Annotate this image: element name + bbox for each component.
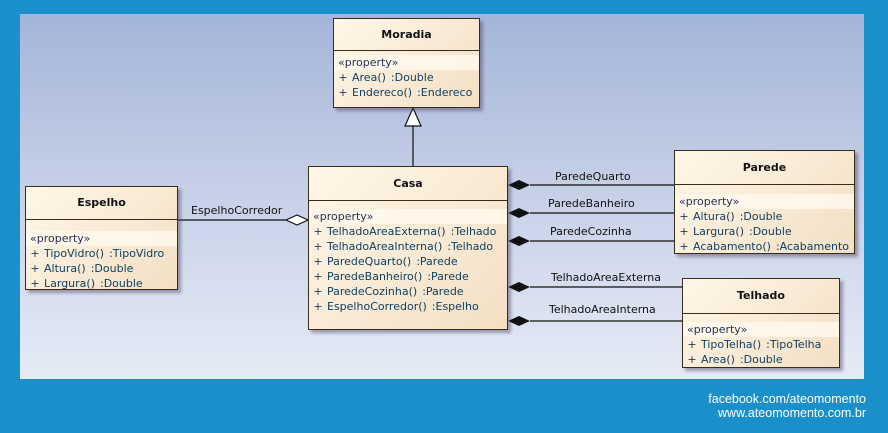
composition-telhado-interna: TelhadoAreaInterna	[508, 303, 682, 326]
attribute-row: +TelhadoAreaExterna():Telhado	[313, 225, 497, 238]
footer-facebook-link[interactable]: facebook.com/ateomomento	[708, 392, 866, 406]
class-name: Parede	[675, 151, 854, 185]
composition-parede-cozinha: ParedeCozinha	[508, 225, 674, 246]
footer-credits: facebook.com/ateomomento www.ateomomento…	[708, 392, 866, 420]
class-espelho[interactable]: Espelho «property» +TipoVidro():TipoVidr…	[25, 186, 178, 290]
attribute-row: +ParedeCozinha():Parede	[313, 285, 464, 298]
class-name: Telhado	[683, 279, 839, 314]
stereotype: «property»	[683, 322, 839, 337]
composition-parede-banheiro: ParedeBanheiro	[508, 197, 674, 218]
attribute-row: +Largura():Double	[679, 225, 792, 238]
attribute-row: +TelhadoAreaInterna():Telhado	[313, 240, 494, 253]
generalization-casa-moradia	[404, 106, 422, 166]
class-name: Casa	[309, 167, 507, 201]
link-label-parede-quarto: ParedeQuarto	[555, 170, 631, 183]
stereotype: «property»	[334, 55, 479, 70]
attribute-row: +Altura():Double	[679, 210, 783, 223]
attribute-row: +EspelhoCorredor():Espelho	[313, 300, 479, 313]
attribute-row: +TipoVidro():TipoVidro	[30, 247, 165, 260]
attribute-row: +TipoTelha():TipoTelha	[687, 338, 822, 351]
attribute-row: +Endereco():Endereco	[338, 86, 473, 99]
attribute-row: +ParedeBanheiro():Parede	[313, 270, 469, 283]
composition-telhado-externa: TelhadoAreaExterna	[508, 271, 682, 292]
link-label-parede-banheiro: ParedeBanheiro	[548, 197, 635, 210]
attribute-row: +ParedeQuarto():Parede	[313, 255, 458, 268]
class-moradia[interactable]: Moradia «property» +Area():Double +Ender…	[333, 18, 480, 108]
class-casa[interactable]: Casa «property» +TelhadoAreaExterna():Te…	[308, 166, 508, 330]
stereotype: «property»	[675, 194, 854, 209]
attribute-row: +Altura():Double	[30, 262, 134, 275]
stereotype: «property»	[26, 231, 177, 246]
aggregation-espelho-casa: EspelhoCorredor	[178, 204, 310, 226]
link-label-telhado-externa: TelhadoAreaExterna	[550, 271, 661, 284]
composition-parede-quarto: ParedeQuarto	[508, 170, 674, 190]
class-parede[interactable]: Parede «property» +Altura():Double +Larg…	[674, 150, 855, 254]
class-telhado[interactable]: Telhado «property» +TipoTelha():TipoTelh…	[682, 278, 840, 368]
attribute-row: +Acabamento():Acabamento	[679, 240, 849, 253]
attribute-row: +Area():Double	[338, 71, 434, 84]
link-label-espelho-corredor: EspelhoCorredor	[191, 204, 283, 217]
stereotype: «property»	[309, 209, 507, 224]
class-name: Espelho	[26, 187, 177, 220]
footer-site-link[interactable]: www.ateomomento.com.br	[718, 406, 866, 420]
link-label-telhado-interna: TelhadoAreaInterna	[548, 303, 656, 316]
attribute-row: +Largura():Double	[30, 277, 143, 290]
attribute-row: +Area():Double	[687, 353, 783, 366]
class-name: Moradia	[334, 19, 479, 51]
link-label-parede-cozinha: ParedeCozinha	[550, 225, 632, 238]
